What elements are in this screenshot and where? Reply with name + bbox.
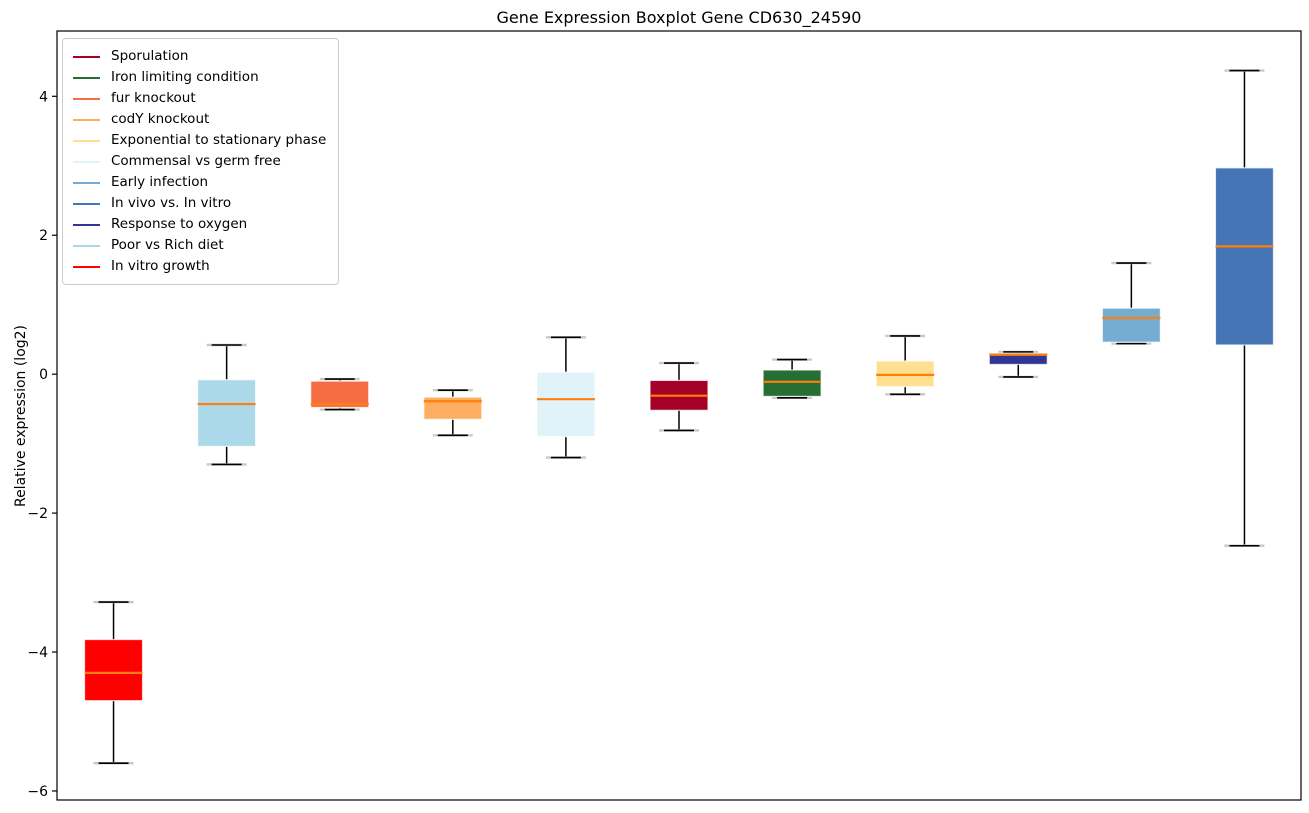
box-commensal-vs-germ-free: [536, 371, 596, 438]
legend-item-fur-knockout: fur knockout: [73, 88, 326, 109]
legend-item-in-vivo-vs-in-vitro: In vivo vs. In vitro: [73, 193, 326, 214]
legend-item-label: Early infection: [111, 174, 209, 190]
legend-item-iron-limiting-condition: Iron limiting condition: [73, 67, 326, 88]
legend-item-sporulation: Sporulation: [73, 46, 326, 67]
box-in-vitro-growth: [83, 638, 144, 702]
y-tick-label: −2: [27, 506, 48, 522]
legend-item-label: Response to oxygen: [111, 216, 248, 232]
legend-swatch-icon: [73, 160, 100, 163]
legend-item-exponential-to-stationary-phase: Exponential to stationary phase: [73, 130, 326, 151]
legend-item-label: codY knockout: [111, 111, 210, 127]
y-tick-label: 0: [39, 367, 48, 383]
legend-item-early-infection: Early infection: [73, 172, 326, 193]
legend-item-commensal-vs-germ-free: Commensal vs germ free: [73, 151, 326, 172]
legend-item-label: Commensal vs germ free: [111, 153, 281, 169]
y-tick-label: 4: [39, 89, 48, 105]
chart-title: Gene Expression Boxplot Gene CD630_24590: [496, 8, 862, 27]
legend-item-label: Exponential to stationary phase: [111, 132, 327, 148]
legend-swatch-icon: [73, 265, 100, 268]
legend-item-label: Iron limiting condition: [111, 69, 259, 85]
box-in-vivo-vs-in-vitro: [1214, 167, 1275, 346]
legend-item-label: In vitro growth: [111, 258, 210, 274]
box-response-to-oxygen: [988, 352, 1048, 366]
legend-swatch-icon: [73, 181, 100, 184]
y-tick-label: −6: [27, 784, 48, 800]
legend-swatch-icon: [73, 139, 100, 142]
legend-item-cody-knockout: codY knockout: [73, 109, 326, 130]
legend-swatch-icon: [73, 223, 100, 226]
legend-item-label: Poor vs Rich diet: [111, 237, 224, 253]
y-tick-label: 2: [39, 228, 48, 244]
legend-item-poor-vs-rich-diet: Poor vs Rich diet: [73, 235, 326, 256]
box-poor-vs-rich-diet: [197, 379, 257, 448]
legend-swatch-icon: [73, 202, 100, 205]
legend-item-label: Sporulation: [111, 48, 189, 64]
box-cody-knockout: [423, 396, 483, 420]
legend-swatch-icon: [73, 76, 100, 79]
legend-swatch-icon: [73, 97, 100, 100]
box-early-infection: [1101, 307, 1161, 343]
legend-swatch-icon: [73, 244, 100, 247]
plot-border: [56, 30, 1302, 801]
y-tick-label: −4: [27, 645, 48, 661]
box-iron-limiting-condition: [762, 369, 822, 397]
legend-item-label: In vivo vs. In vitro: [111, 195, 232, 211]
legend-item-response-to-oxygen: Response to oxygen: [73, 214, 326, 235]
legend-item-label: fur knockout: [111, 90, 196, 106]
legend-item-in-vitro-growth: In vitro growth: [73, 256, 326, 277]
legend-swatch-icon: [73, 118, 100, 121]
legend-swatch-icon: [73, 55, 100, 58]
